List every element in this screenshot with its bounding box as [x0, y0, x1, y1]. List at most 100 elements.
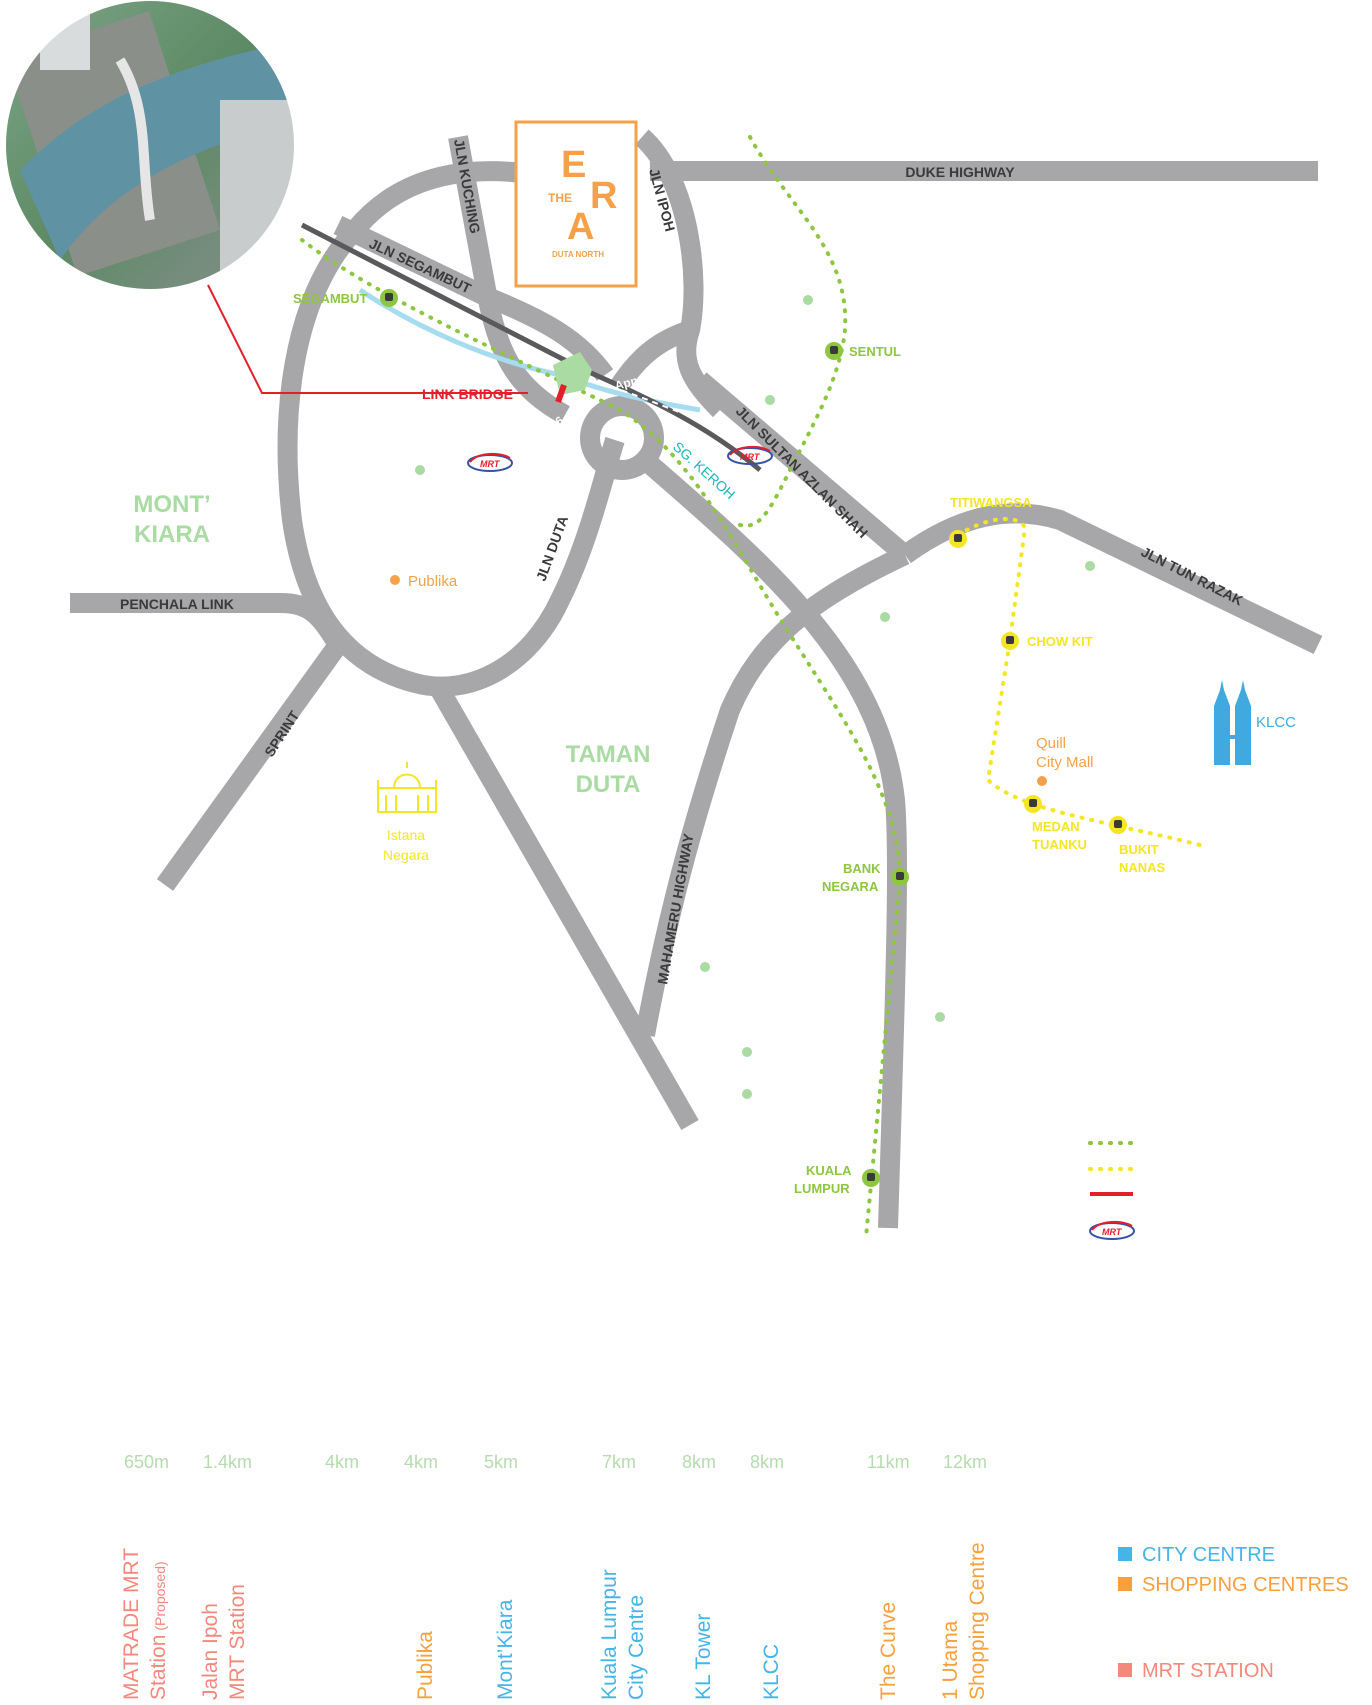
svg-text:MRT: MRT: [740, 452, 761, 462]
distance-destination: Mont’Kiara: [492, 1600, 519, 1700]
yellow-stations: [949, 530, 1127, 834]
aerial-photo: [5, 0, 295, 290]
distance-value: 4km: [325, 1452, 360, 1472]
area-dot: [700, 962, 710, 972]
distance-destination: KLCC: [758, 1644, 785, 1700]
distance-destination: Publika: [412, 1631, 439, 1700]
road-big-loop: [277, 161, 625, 697]
station-sentul-icon: [825, 342, 843, 360]
station-kuala-lumpur-icon: [862, 1169, 880, 1187]
road-jln-segambut: [333, 215, 614, 381]
legend-item: MRT STATION: [1118, 1660, 1274, 1683]
mrt-proposed-dashed: [589, 379, 701, 421]
logo-the: THE: [548, 191, 572, 205]
distance-value: 1.4km: [203, 1452, 253, 1472]
label-link-bridge: LINK BRIDGE: [422, 386, 513, 402]
label-istana-2: Negara: [383, 847, 429, 863]
yellow-line: [956, 517, 1202, 847]
callout-line: [207, 284, 528, 394]
area-dot: [742, 1089, 752, 1099]
label-station-bank-1: BANK: [843, 861, 881, 876]
area-dot: [935, 1012, 945, 1022]
area-dot: [1085, 561, 1095, 571]
road-jln-ipoh: [634, 129, 728, 418]
svg-text:MRT: MRT: [1102, 1227, 1123, 1237]
destination-line: Shopping Centre: [966, 1542, 989, 1700]
legend-swatch: [1118, 1547, 1132, 1561]
distance-value: 4km: [404, 1452, 439, 1472]
label-station-medan-1: MEDAN: [1032, 819, 1080, 834]
distance-value: 650m: [124, 1452, 170, 1472]
logo-letter-a: A: [567, 206, 594, 248]
station-medan-tuanku-icon: [1024, 795, 1042, 813]
label-penchala-link: PENCHALA LINK: [120, 596, 234, 612]
quill-marker: [1037, 776, 1047, 786]
area-markers: [415, 295, 1095, 1099]
destination-note: (Proposed): [152, 1561, 168, 1631]
station-bank-negara-icon: [891, 868, 909, 886]
destination-line: KL Tower: [691, 1613, 715, 1700]
area-mont-kiara-2: KIARA: [134, 521, 210, 548]
label-station-sentul: SENTUL: [849, 344, 901, 359]
label-quill-1: Quill: [1036, 735, 1066, 752]
distance-value: 8km: [682, 1452, 717, 1472]
legend-label: MRT STATION: [1142, 1660, 1274, 1682]
project-site-plot: [553, 352, 592, 395]
legend-swatch: [1118, 1663, 1132, 1677]
road-jln-duta-south: [638, 452, 908, 1229]
green-stations: [380, 289, 909, 1187]
label-station-kl-2: LUMPUR: [794, 1181, 850, 1196]
destination-line: The Curve: [876, 1601, 900, 1700]
label-publika: Publika: [408, 573, 458, 590]
area-taman-duta-1: TAMAN: [566, 741, 651, 768]
area-mont-kiara-1: MONT’: [133, 491, 210, 518]
mrt-logo: MRT: [467, 452, 513, 472]
map-legend: MRT: [1088, 1141, 1137, 1240]
label-station-medan-2: TUANKU: [1032, 837, 1087, 852]
station-chow-kit-icon: [1001, 632, 1019, 650]
project-logo: E R A THE DUTA NORTH: [514, 120, 638, 288]
destination-line: Kuala Lumpur: [598, 1569, 621, 1700]
distance-value: 11km: [867, 1452, 910, 1472]
destination-line: Mont’Kiara: [493, 1599, 517, 1700]
area-dot: [803, 295, 813, 305]
area-dot: [765, 395, 775, 405]
label-quill-2: City Mall: [1036, 754, 1094, 771]
legend-label: SHOPPING CENTRES: [1142, 1574, 1349, 1596]
distance-value: 5km: [484, 1452, 519, 1472]
label-duke-highway: DUKE HIGHWAY: [905, 164, 1015, 180]
legend-item: SHOPPING CENTRES: [1118, 1574, 1349, 1597]
label-mahameru-highway: MAHAMERU HIGHWAY: [654, 832, 696, 986]
label-station-kl-1: KUALA: [806, 1163, 852, 1178]
label-jln-kuching: JLN KUCHING: [451, 138, 483, 235]
area-dot: [415, 465, 425, 475]
svg-text:MRT: MRT: [480, 459, 501, 469]
klcc-towers-icon: [1214, 680, 1251, 765]
legend-item: CITY CENTRE: [1118, 1544, 1275, 1567]
legend-swatch: [1118, 1577, 1132, 1591]
logo-letter-r: R: [590, 175, 617, 217]
station-titiwangsa-icon: [949, 530, 967, 548]
destination-line: City Centre: [625, 1594, 648, 1700]
destination-line: Jalan Ipoh: [199, 1603, 222, 1700]
monorail-line: [956, 517, 1202, 847]
label-jln-sultan-azlan-shah: JLN SULTAN AZLAN SHAH: [733, 403, 871, 541]
label-istana-1: Istana: [387, 827, 425, 843]
station-segambut-icon: [380, 289, 398, 307]
istana-negara-icon: [377, 762, 437, 813]
green-lines: [300, 135, 903, 1239]
road-penchala-link: [70, 593, 347, 651]
road-jln-sultan-azlan-shah: [693, 372, 912, 563]
road-roundabout: [580, 396, 664, 480]
distance-value: 7km: [602, 1452, 637, 1472]
destination-line: 1 Utama: [939, 1620, 962, 1700]
mrt-logo: MRT: [727, 445, 773, 465]
label-station-bukit-2: NANAS: [1119, 860, 1166, 875]
publika-marker: [390, 575, 400, 585]
roads: [70, 129, 1323, 1229]
road-mahameru-highway: [635, 545, 910, 1037]
label-station-bukit-1: BUKIT: [1119, 842, 1159, 857]
